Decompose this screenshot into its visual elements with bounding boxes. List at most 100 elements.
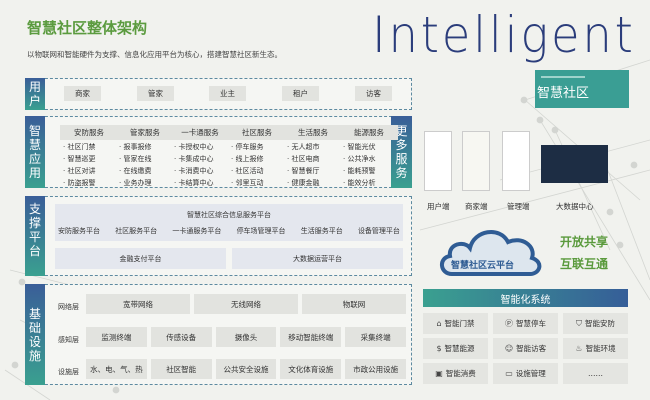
- service-title[interactable]: 一卡通服务: [171, 125, 229, 140]
- service-item[interactable]: · 卡消费中心: [174, 167, 214, 175]
- cloud-platform-label: 智慧社区云平台: [451, 261, 515, 271]
- systems-header: 智能化系统: [423, 289, 628, 307]
- platform-list: 安防服务平台社区服务平台一卡通服务平台停车场管理平台生活服务平台设备管理平台: [58, 226, 400, 236]
- apps-label-text: 智慧应用: [29, 124, 42, 180]
- service-item[interactable]: · 管家在线: [119, 155, 152, 163]
- platform-item: 生活服务平台: [300, 227, 343, 235]
- system-item[interactable]: ☺智能访客: [493, 338, 558, 359]
- infra-label: 基础设施: [25, 284, 45, 385]
- service-item[interactable]: · 线上报修: [231, 155, 264, 163]
- user-type-0[interactable]: 商家: [64, 86, 101, 101]
- service-group: 生活服务 · 无人超市 · 社区电商 · 智慧餐厅 · 健康金融: [284, 125, 342, 188]
- user-type-4[interactable]: 访客: [355, 86, 392, 101]
- system-item[interactable]: $智慧能源: [423, 338, 488, 359]
- manager-app-screenshot: [502, 131, 530, 191]
- service-title[interactable]: 能源服务: [340, 125, 398, 140]
- apps-label: 智慧应用: [25, 116, 45, 188]
- infra-item: 移动智能终端: [280, 327, 342, 347]
- service-item[interactable]: · 智能光伏: [343, 143, 376, 151]
- system-label: 智能安防: [585, 319, 615, 328]
- shield-icon: ⛉: [576, 318, 582, 328]
- infra-item: 传感设备: [150, 327, 212, 347]
- brand-box: 智慧社区: [535, 70, 629, 108]
- service-item[interactable]: · 社区活动: [231, 167, 264, 175]
- energy-icon: $: [436, 344, 442, 353]
- platform-item: 安防服务平台: [58, 227, 100, 235]
- visitor-icon: ☺: [504, 344, 514, 353]
- device-icon: ▭: [505, 369, 513, 378]
- environment-icon: ♨: [575, 344, 583, 353]
- system-label: 智慧停车: [516, 319, 546, 328]
- service-item[interactable]: · 防盗报警: [63, 179, 96, 187]
- more-services-text: 更多服务: [395, 124, 408, 180]
- service-title[interactable]: 安防服务: [60, 125, 118, 140]
- infra-item: 市政公用设施: [345, 359, 406, 379]
- service-item[interactable]: · 能耗预警: [343, 167, 376, 175]
- service-item[interactable]: · 健康金融: [287, 179, 320, 187]
- users-label: 用户: [25, 78, 45, 110]
- service-item[interactable]: · 报事报修: [119, 143, 152, 151]
- platform-item: 设备管理平台: [357, 227, 400, 235]
- infra-row-label: 设施层: [58, 368, 79, 376]
- service-title[interactable]: 管家服务: [116, 125, 174, 140]
- parking-icon: Ⓟ: [505, 319, 513, 328]
- infra-row-label: 网络层: [58, 303, 79, 311]
- service-item[interactable]: · 社区门禁: [63, 143, 96, 151]
- bigdata-dashboard-screenshot: [541, 145, 608, 183]
- page-title: 智慧社区整体架构: [27, 19, 148, 37]
- service-item[interactable]: · 卡授权中心: [174, 143, 214, 151]
- service-group: 一卡通服务 · 卡授权中心 · 卡集成中心 · 卡消费中心 · 卡结算中心: [171, 125, 229, 188]
- service-item[interactable]: · 公共净水: [343, 155, 376, 163]
- intelligent-heading: Intelligent: [372, 6, 636, 64]
- system-item[interactable]: ⛉智能安防: [563, 313, 628, 334]
- service-group: 安防服务 · 社区门禁 · 智慧巡更 · 社区对讲 · 防盗报警: [60, 125, 118, 188]
- service-item[interactable]: · 卡集成中心: [174, 155, 214, 163]
- infra-item: 水、电、气、热: [86, 359, 147, 379]
- system-item[interactable]: ……: [563, 363, 628, 384]
- system-label: 智能访客: [516, 344, 547, 353]
- service-item[interactable]: · 在线缴费: [119, 167, 152, 175]
- service-item[interactable]: · 邻里互动: [231, 179, 264, 187]
- infra-item: 文化体育设施: [280, 359, 342, 379]
- slogan: 互联互通: [560, 257, 609, 271]
- service-title[interactable]: 生活服务: [284, 125, 342, 140]
- service-item[interactable]: · 社区对讲: [63, 167, 96, 175]
- infra-item: 采集终端: [345, 327, 406, 347]
- service-group: 社区服务 · 停车服务 · 线上报修 · 社区活动 · 邻里互动: [228, 125, 286, 188]
- user-type-1[interactable]: 管家: [137, 86, 174, 101]
- system-label: 智慧能源: [444, 344, 475, 353]
- service-group: 管家服务 · 报事报修 · 管家在线 · 在线缴费 · 业务办理: [116, 125, 174, 188]
- system-item[interactable]: ▣智能消费: [423, 363, 488, 384]
- cloud-icon: [440, 230, 542, 276]
- infra-item: 监测终端: [86, 327, 147, 347]
- system-item[interactable]: ▭设施管理: [493, 363, 558, 384]
- user-type-3[interactable]: 租户: [282, 86, 319, 101]
- client-label: 管理端: [507, 202, 530, 211]
- system-item[interactable]: ⌂智能门禁: [423, 313, 488, 334]
- service-item[interactable]: · 社区电商: [287, 155, 320, 163]
- system-label: ……: [588, 369, 603, 378]
- user-type-2[interactable]: 业主: [209, 86, 246, 101]
- platform-item: 社区服务平台: [115, 227, 158, 235]
- payment-icon: ▣: [435, 369, 443, 378]
- bigdata-platform: 大数据运营平台: [232, 248, 403, 269]
- system-label: 智能门禁: [444, 319, 475, 328]
- service-item[interactable]: · 卡结算中心: [174, 179, 214, 187]
- page-subtitle: 以物联网和智能硬件为支撑、信息化应用平台为核心，搭建智慧社区新生态。: [27, 50, 282, 59]
- service-item[interactable]: · 智慧餐厅: [287, 167, 320, 175]
- infra-label-text: 基础设施: [29, 306, 42, 363]
- merchant-app-screenshot: [462, 131, 490, 191]
- service-item[interactable]: · 智慧巡更: [63, 155, 96, 163]
- lock-icon: ⌂: [436, 319, 442, 328]
- infra-item: 无线网络: [194, 294, 298, 314]
- main-platform: 智慧社区综合信息服务平台: [55, 204, 403, 241]
- service-title[interactable]: 社区服务: [228, 125, 286, 140]
- service-group: 能源服务 · 智能光伏 · 公共净水 · 能耗预警 · 能效分析: [340, 125, 398, 188]
- system-item[interactable]: ♨智能环境: [563, 338, 628, 359]
- system-label: 设施管理: [515, 369, 546, 378]
- service-item[interactable]: · 无人超市: [287, 143, 320, 151]
- service-item[interactable]: · 业务办理: [119, 179, 152, 187]
- service-item[interactable]: · 停车服务: [231, 143, 264, 151]
- service-item[interactable]: · 能效分析: [343, 179, 376, 187]
